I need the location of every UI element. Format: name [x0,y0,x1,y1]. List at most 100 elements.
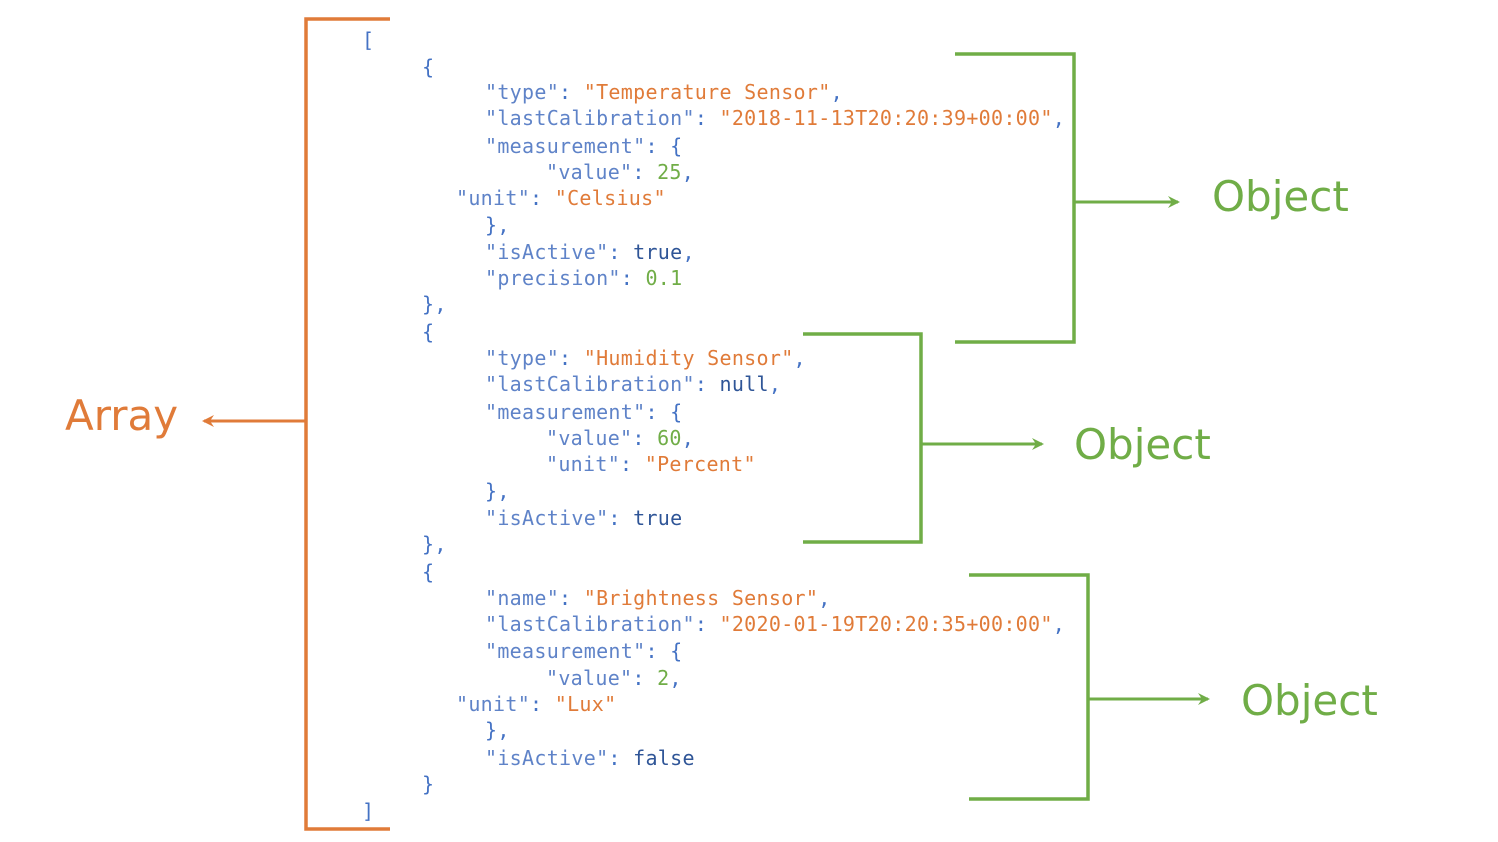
code-token: : [694,612,720,636]
code-line: }, [422,532,447,556]
object-3-bracket [969,573,1090,801]
code-token: "Lux" [554,692,617,716]
code-token: "value" [546,160,633,184]
code-line: "unit": "Lux" [456,692,616,716]
code-token: "value" [546,426,633,450]
code-line: "isActive": false [485,746,695,770]
code-token: ] [362,799,375,823]
code-line: "lastCalibration": "2020-01-19T20:20:35+… [485,612,1065,636]
code-line: "unit": "Percent" [546,452,756,476]
code-token: true [633,506,683,530]
code-token: null [719,372,769,396]
code-token: "Percent" [644,452,756,476]
code-token: "unit" [456,186,531,210]
code-line: }, [485,718,510,742]
code-token: "Brightness Sensor" [583,586,819,610]
code-token: 0.1 [645,266,683,290]
code-token: : [559,346,584,370]
code-token: "isActive" [485,240,609,264]
code-token: , [682,240,695,264]
code-token: }, [485,213,510,237]
code-line: ] [362,799,374,823]
array-label: Array [65,391,179,440]
code-line: "type": "Humidity Sensor", [485,346,806,370]
code-token: true [633,240,683,264]
code-token: "isActive" [485,506,609,530]
code-line: "measurement": { [485,639,682,663]
code-token: , [681,426,695,450]
code-token: "lastCalibration" [485,612,695,636]
code-token: "Humidity Sensor" [583,346,794,370]
code-token: }, [485,479,510,503]
code-token: , [793,346,806,370]
code-token: : [632,160,658,184]
code-line: { [422,560,434,584]
code-token: } [422,772,435,796]
code-token: "unit" [456,692,531,716]
code-token: { [422,320,435,344]
code-token: : [632,666,658,690]
code-token: "unit" [546,452,621,476]
code-token: "Temperature Sensor" [583,80,831,104]
code-line: "lastCalibration": null, [485,372,781,396]
code-line: "unit": "Celsius" [456,186,666,210]
code-line: } [422,772,434,796]
code-line: { [422,55,434,79]
code-line: }, [422,292,447,316]
code-token: "lastCalibration" [485,106,695,130]
code-token: "isActive" [485,746,609,770]
code-token: , [818,586,831,610]
code-token: , [830,80,843,104]
code-line: "precision": 0.1 [485,266,682,290]
code-token: "type" [485,80,560,104]
code-token: : [632,426,658,450]
code-token: }, [485,718,510,742]
code-token: [ [362,28,375,52]
code-token: : [694,372,720,396]
code-token: , [1052,612,1066,636]
code-token: "value" [546,666,633,690]
code-token: : [559,80,584,104]
code-token: 2 [657,666,670,690]
code-token: , [681,160,695,184]
code-token: , [1052,106,1066,130]
code-line: "value": 25, [546,160,694,184]
code-token: : [608,746,634,770]
code-token: : { [645,134,683,158]
code-line: "value": 60, [546,426,694,450]
code-line: "value": 2, [546,666,682,690]
code-token: false [633,746,695,770]
code-token: : [530,186,555,210]
object-label-1: Object [1212,172,1349,221]
code-token: }, [422,292,447,316]
code-line: { [422,320,434,344]
code-token: : [620,452,645,476]
code-token: : { [645,400,683,424]
code-token: { [422,55,435,79]
code-token: { [422,560,435,584]
object-1-bracket [955,52,1076,344]
code-line: "isActive": true, [485,240,695,264]
code-token: , [669,666,682,690]
code-line: "name": "Brightness Sensor", [485,586,831,610]
code-token: "2020-01-19T20:20:35+00:00" [719,612,1053,636]
code-token: 60 [657,426,682,450]
code-line: }, [485,479,510,503]
object-label-3: Object [1241,676,1378,725]
code-line: "lastCalibration": "2018-11-13T20:20:39+… [485,106,1065,130]
code-token: : [620,266,646,290]
code-token: "measurement" [485,400,646,424]
code-token: }, [422,532,447,556]
code-token: 25 [657,160,682,184]
code-token: "name" [485,586,560,610]
code-token: : [530,692,555,716]
code-line: "isActive": true [485,506,682,530]
code-line: "measurement": { [485,134,682,158]
code-token: "measurement" [485,134,646,158]
object-2-bracket [803,332,923,544]
code-line: "measurement": { [485,400,682,424]
code-line: "type": "Temperature Sensor", [485,80,843,104]
